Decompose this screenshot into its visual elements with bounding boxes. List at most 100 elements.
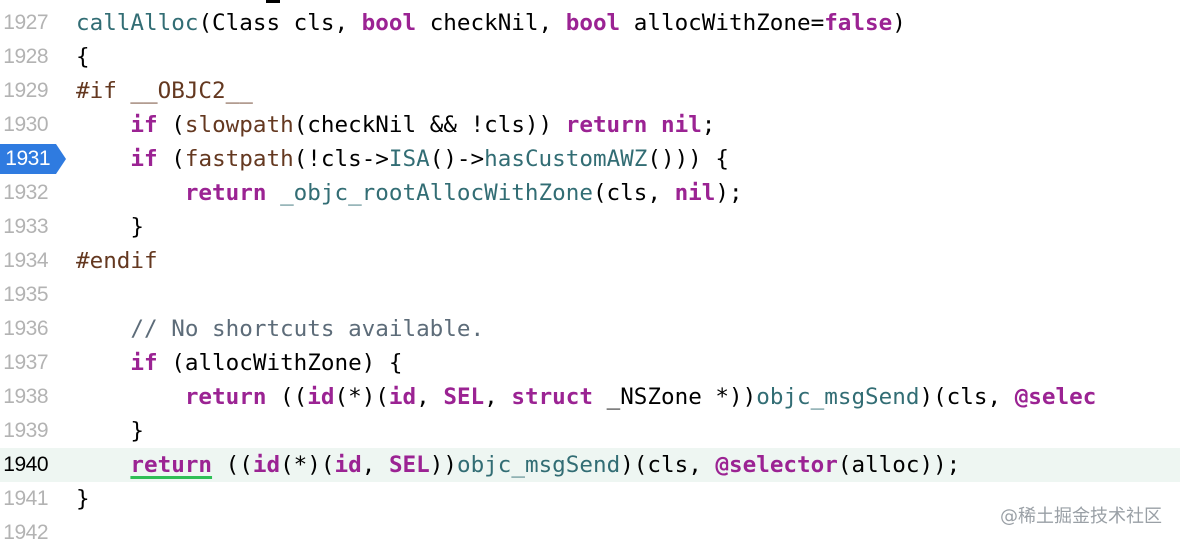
line-code[interactable]: }	[76, 210, 144, 244]
code-token: id	[388, 384, 417, 410]
code-token: return	[565, 112, 648, 138]
line-gutter[interactable]: 1941	[0, 482, 58, 516]
line-gutter[interactable]: 1937	[0, 346, 58, 380]
line-number: 1930	[3, 113, 48, 136]
line-gutter[interactable]: 1942	[0, 516, 58, 544]
line-gutter[interactable]: 1930	[0, 108, 58, 142]
line-code[interactable]: #endif	[76, 244, 158, 278]
line-gutter[interactable]: 1928	[0, 40, 58, 74]
code-token: callAlloc	[76, 10, 199, 36]
line-gutter[interactable]: 1929	[0, 74, 58, 108]
code-token: return	[184, 384, 267, 410]
line-number: 1942	[3, 521, 48, 544]
code-line[interactable]: 1928 {	[0, 40, 1180, 74]
code-token: #if __OBJC2__	[76, 78, 253, 104]
code-token: ()->	[429, 146, 485, 172]
code-token: ISA	[388, 146, 430, 172]
code-token: id	[252, 452, 281, 478]
code-line[interactable]: 1938 return ((id(*)(id, SEL, struct _NSZ…	[0, 380, 1180, 414]
code-line[interactable]: 1936 // No shortcuts available.	[0, 312, 1180, 346]
line-code[interactable]: // No shortcuts available.	[76, 312, 484, 346]
code-token: (	[157, 112, 185, 138]
code-line[interactable]: 1931 if (fastpath(!cls->ISA()->hasCustom…	[0, 142, 1180, 176]
code-token: }	[76, 486, 90, 512]
code-token: checkNil,	[416, 10, 566, 36]
code-line[interactable]: 1942	[0, 516, 1180, 544]
line-code[interactable]: #if __OBJC2__	[76, 74, 253, 108]
line-code[interactable]: }	[76, 414, 144, 448]
code-token: (!cls->	[293, 146, 389, 172]
line-number: 1934	[3, 249, 48, 272]
code-line[interactable]: 1940 return ((id(*)(id, SEL))objc_msgSen…	[0, 448, 1180, 482]
code-token: ())) {	[647, 146, 729, 172]
code-token: bool	[361, 10, 417, 36]
code-line[interactable]: 1934 #endif	[0, 244, 1180, 278]
line-number: 1940	[3, 453, 48, 476]
code-token: (	[157, 146, 185, 172]
cropped-previous-line	[0, 0, 1180, 6]
line-number: 1932	[3, 181, 48, 204]
line-gutter[interactable]: 1927	[0, 6, 58, 40]
line-gutter[interactable]: 1938	[0, 380, 58, 414]
code-line[interactable]: 1939 }	[0, 414, 1180, 448]
line-code[interactable]: return _objc_rootAllocWithZone(cls, nil)…	[76, 176, 743, 210]
line-number: 1935	[3, 283, 48, 306]
code-token: ))	[429, 452, 457, 478]
code-token: @selec	[1014, 384, 1097, 410]
line-gutter[interactable]: 1934	[0, 244, 58, 278]
code-token: #endif	[76, 248, 158, 274]
code-token	[266, 180, 280, 206]
code-token: false	[824, 10, 893, 36]
code-token: struct	[511, 384, 593, 410]
line-gutter[interactable]: 1940	[0, 448, 58, 482]
code-line[interactable]: 1937 if (allocWithZone) {	[0, 346, 1180, 380]
line-code[interactable]: return ((id(*)(id, SEL))objc_msgSend)(cl…	[76, 448, 960, 482]
line-gutter[interactable]: 1936	[0, 312, 58, 346]
code-line[interactable]: 1932 return _objc_rootAllocWithZone(cls,…	[0, 176, 1180, 210]
code-line[interactable]: 1930 if (slowpath(checkNil && !cls)) ret…	[0, 108, 1180, 142]
line-gutter[interactable]: 1935	[0, 278, 58, 312]
line-number: 1933	[3, 215, 48, 238]
code-line[interactable]: 1927 callAlloc(Class cls, bool checkNil, …	[0, 6, 1180, 40]
code-token: )(cls,	[620, 452, 716, 478]
line-gutter[interactable]: 1933	[0, 210, 58, 244]
line-code[interactable]: }	[76, 482, 90, 516]
code-token: fastpath	[184, 146, 294, 172]
code-token: if	[130, 112, 158, 138]
line-number: 1941	[3, 487, 48, 510]
code-token: (checkNil && !cls))	[293, 112, 566, 138]
code-token: @selector	[715, 452, 838, 478]
code-token: bool	[565, 10, 621, 36]
code-token: SEL	[443, 384, 485, 410]
code-line[interactable]: 1941}	[0, 482, 1180, 516]
line-gutter[interactable]: 1939	[0, 414, 58, 448]
code-token: allocWithZone=	[620, 10, 825, 36]
line-code[interactable]: if (allocWithZone) {	[76, 346, 402, 380]
code-line[interactable]: 1935	[0, 278, 1180, 312]
line-code[interactable]: return ((id(*)(id, SEL, struct _NSZone *…	[76, 380, 1096, 414]
line-code[interactable]: if (slowpath(checkNil && !cls)) return n…	[76, 108, 715, 142]
breakpoint-marker[interactable]: 1931	[0, 144, 66, 174]
line-code[interactable]: if (fastpath(!cls->ISA()->hasCustomAWZ()…	[76, 142, 729, 176]
line-number: 1929	[3, 79, 48, 102]
code-token: hasCustomAWZ	[484, 146, 648, 172]
code-token: return	[130, 452, 213, 478]
code-token: id	[307, 384, 335, 410]
code-line[interactable]: 1929 #if __OBJC2__	[0, 74, 1180, 108]
code-token: (*)(	[334, 384, 389, 410]
line-number: 1938	[3, 385, 48, 408]
code-token	[76, 180, 185, 206]
line-gutter[interactable]: 1932	[0, 176, 58, 210]
code-token: // No shortcuts available.	[130, 316, 485, 342]
line-gutter[interactable]: 1931	[0, 142, 66, 176]
line-code[interactable]: callAlloc(Class cls, bool checkNil, bool…	[76, 6, 906, 40]
line-code[interactable]: {	[76, 40, 90, 74]
code-line[interactable]: 1933 }	[0, 210, 1180, 244]
code-token: ,	[416, 384, 444, 410]
line-number: 1931	[5, 147, 50, 170]
code-token: {	[76, 44, 90, 70]
code-token	[76, 452, 130, 478]
code-token	[76, 146, 130, 172]
code-token: slowpath	[184, 112, 294, 138]
code-token: objc_msgSend	[456, 452, 621, 478]
